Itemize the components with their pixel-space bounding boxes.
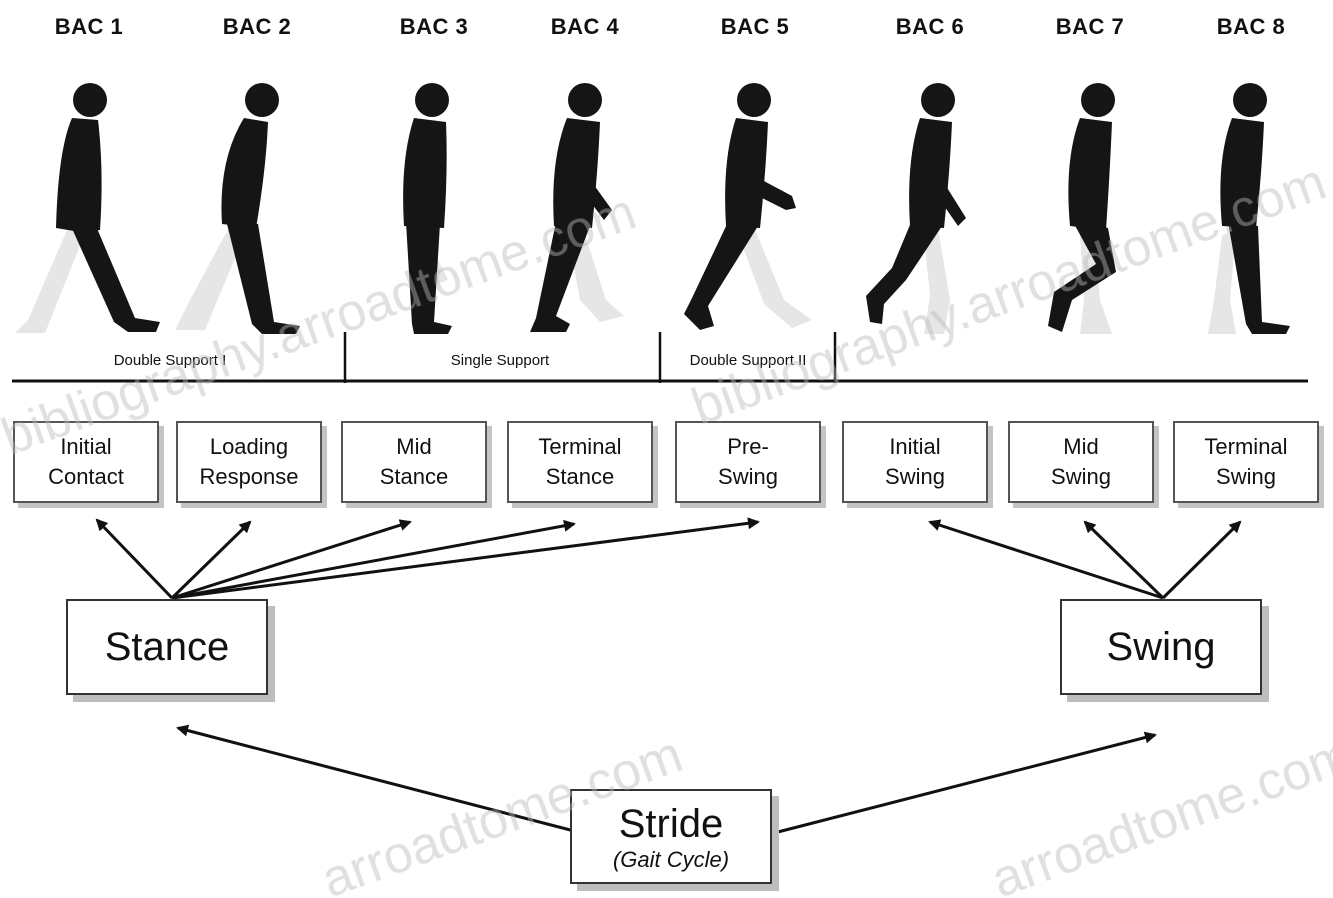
phase-mid-swing: Mid Swing [1008, 421, 1154, 503]
phase-pre-swing: Pre- Swing [675, 421, 821, 503]
figure-bac-5 [684, 83, 812, 330]
arrow-swing-terminal-swing [1161, 520, 1242, 600]
phase-initial-swing: Initial Swing [842, 421, 988, 503]
bac-5-label: BAC 5 [720, 14, 790, 39]
arrow-stance-terminal-stance [171, 519, 576, 600]
bac-3-label: BAC 3 [399, 14, 469, 39]
figure-bac-2 [175, 83, 300, 334]
stance-label: Stance [104, 624, 230, 669]
phase-loading-response: Loading Response [176, 421, 322, 503]
figure-bac-3 [403, 83, 452, 334]
figure-bac-7 [1048, 83, 1116, 334]
phase-label: Mid Swing [1051, 434, 1111, 489]
phase-label: Initial Contact [48, 434, 124, 489]
phase-initial-contact: Initial Contact [13, 421, 159, 503]
phase-label: Initial Swing [885, 434, 945, 489]
stride-box: Stride (Gait Cycle) [570, 789, 772, 884]
figure-bac-4 [530, 83, 624, 332]
figure-bac-1 [15, 83, 160, 333]
bac-2-label: BAC 2 [222, 14, 292, 39]
phase-label: Terminal Swing [1204, 434, 1288, 489]
gait-cycle-label: (Gait Cycle) [612, 846, 730, 872]
single-support-label: Single Support [450, 352, 550, 369]
stride-label: Stride [618, 801, 724, 846]
bac-4-label: BAC 4 [550, 14, 620, 39]
bac-8-label: BAC 8 [1216, 14, 1286, 39]
figure-bac-8 [1208, 83, 1290, 334]
arrow-stride-swing [769, 731, 1157, 836]
phase-mid-stance: Mid Stance [341, 421, 487, 503]
bac-1-label: BAC 1 [54, 14, 124, 39]
arrow-stride-stance [176, 724, 579, 834]
phase-terminal-stance: Terminal Stance [507, 421, 653, 503]
phase-label: Mid Stance [379, 434, 449, 489]
swing-box: Swing [1060, 599, 1262, 695]
phase-terminal-swing: Terminal Swing [1173, 421, 1319, 503]
phase-label: Loading Response [199, 434, 299, 489]
arrow-stance-pre-swing [171, 517, 760, 600]
arrow-swing-mid-swing [1083, 520, 1165, 600]
stance-box: Stance [66, 599, 268, 695]
arrow-stance-loading-response [170, 520, 252, 600]
bac-7-label: BAC 7 [1055, 14, 1125, 39]
bac-6-label: BAC 6 [895, 14, 965, 39]
phase-label: Terminal Stance [538, 434, 622, 489]
double-support-1-label: Double Support I [113, 352, 227, 369]
phase-label: Pre- Swing [718, 434, 778, 489]
arrow-stance-mid-stance [171, 519, 412, 600]
swing-label: Swing [1106, 624, 1216, 669]
double-support-2-label: Double Support II [689, 352, 807, 369]
arrow-swing-initial-swing [928, 519, 1164, 600]
figure-bac-6 [866, 83, 966, 334]
arrow-stance-initial-contact [95, 518, 174, 600]
